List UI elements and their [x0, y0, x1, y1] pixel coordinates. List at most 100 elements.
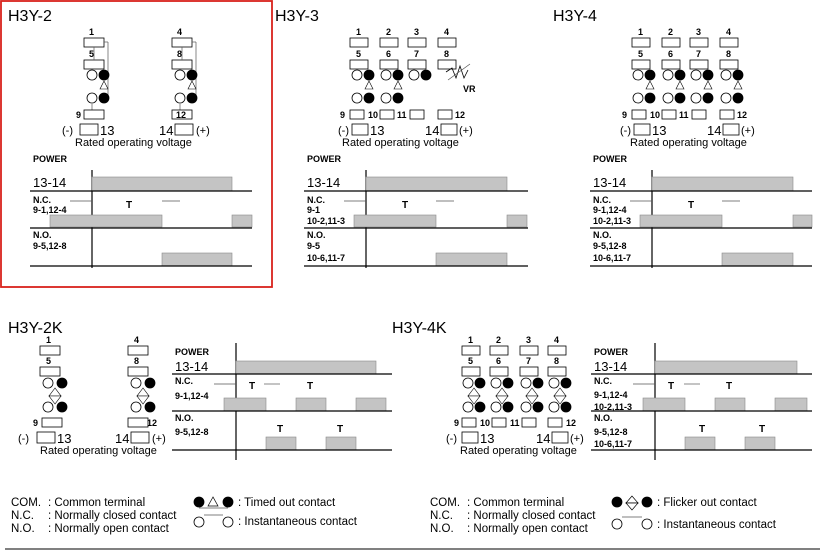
svg-text:N.O.: N.O.	[307, 230, 326, 240]
svg-text:Rated operating voltage: Rated operating voltage	[342, 137, 459, 149]
instantaneous-contact-label: : Instantaneous contact	[238, 516, 358, 528]
svg-text:12: 12	[455, 110, 465, 120]
pin-label-4: 4	[177, 27, 182, 37]
svg-text:N.O.: N.O.	[430, 523, 454, 535]
svg-text:14: 14	[707, 123, 721, 138]
svg-text:: Normally open contact: : Normally open contact	[467, 523, 589, 535]
socket-h3y3: 1 2 3 4 5 6 7 8 VR 9 10 11 12 (-) 13 14 …	[338, 27, 476, 149]
svg-text:N.C.: N.C.	[307, 195, 325, 205]
svg-text:13-14: 13-14	[307, 175, 340, 190]
socket-h3y2: 1 4 5 8 9 12 (-) 13 14 (+) Rated operati…	[62, 27, 210, 149]
svg-text:10-6,11-7: 10-6,11-7	[594, 439, 632, 449]
socket-h3y2k: 1 4 5 8 9 12 (-) 13 14 (+) Rated operati…	[18, 335, 166, 457]
svg-text:1: 1	[468, 335, 473, 345]
svg-text:(+): (+)	[152, 433, 166, 445]
svg-text:12: 12	[737, 110, 747, 120]
svg-text:13: 13	[480, 431, 494, 446]
svg-text:10: 10	[368, 110, 378, 120]
svg-text:2: 2	[386, 27, 391, 37]
svg-text:8: 8	[444, 49, 449, 59]
svg-text:: Common terminal: : Common terminal	[48, 497, 145, 509]
svg-text:4: 4	[134, 335, 139, 345]
svg-text:(+): (+)	[570, 433, 584, 445]
svg-text:9-5,12-8: 9-5,12-8	[33, 241, 67, 251]
timing-h3y3: POWER 13-14 N.C. 9-1 10-2,11-3 T N.O. 9-…	[304, 154, 528, 268]
svg-text:9-5: 9-5	[307, 241, 320, 251]
svg-text:4: 4	[554, 335, 559, 345]
title-h3y4k: H3Y-4K	[392, 320, 447, 337]
svg-text:9-5,12-8: 9-5,12-8	[593, 241, 627, 251]
svg-text:13: 13	[652, 123, 666, 138]
timing-h3y4: POWER 13-14 N.C. 9-1,12-4 10-2,11-3 T N.…	[590, 154, 813, 268]
svg-text:N.O.: N.O.	[33, 230, 52, 240]
rated-voltage-label: Rated operating voltage	[75, 137, 192, 149]
svg-text:9-1,12-4: 9-1,12-4	[594, 390, 628, 400]
svg-text:9-1,12-4: 9-1,12-4	[175, 391, 209, 401]
svg-text:1: 1	[46, 335, 51, 345]
svg-text:COM.: COM.	[11, 497, 41, 509]
minus-label: (-)	[62, 125, 73, 137]
svg-text:14: 14	[115, 431, 129, 446]
svg-text:7: 7	[526, 356, 531, 366]
svg-text:2: 2	[496, 335, 501, 345]
svg-text:13-14: 13-14	[594, 359, 627, 374]
svg-text:9-1,12-4: 9-1,12-4	[593, 205, 627, 215]
svg-text:POWER: POWER	[175, 347, 210, 357]
svg-text:5: 5	[638, 49, 643, 59]
pin-label-9: 9	[76, 110, 81, 120]
svg-text:10: 10	[650, 110, 660, 120]
svg-text:T: T	[688, 200, 694, 211]
timing-h3y2: POWER 13-14 N.C. 9-1,12-4 T N.O. 9-5,12-…	[30, 154, 253, 268]
vr-label: VR	[463, 84, 476, 94]
svg-text:4: 4	[444, 27, 449, 37]
svg-text:9-5,12-8: 9-5,12-8	[594, 427, 628, 437]
svg-text:2: 2	[668, 27, 673, 37]
svg-text:POWER: POWER	[594, 347, 629, 357]
pin-label-8: 8	[177, 49, 182, 59]
svg-text:5: 5	[46, 356, 51, 366]
svg-text:POWER: POWER	[593, 154, 628, 164]
svg-text:Rated operating voltage: Rated operating voltage	[630, 137, 747, 149]
pin-label-14: 14	[159, 123, 173, 138]
svg-text:14: 14	[536, 431, 550, 446]
svg-text:8: 8	[554, 356, 559, 366]
svg-text:10-2,11-3: 10-2,11-3	[594, 402, 632, 412]
svg-text:1: 1	[356, 27, 361, 37]
svg-text:3: 3	[414, 27, 419, 37]
svg-text:N.C.: N.C.	[593, 195, 611, 205]
svg-text:12: 12	[566, 418, 576, 428]
title-h3y2k: H3Y-2K	[8, 320, 63, 337]
svg-text:6: 6	[668, 49, 673, 59]
pin-label-13: 13	[100, 123, 114, 138]
svg-text:11: 11	[510, 418, 520, 428]
svg-text:14: 14	[425, 123, 439, 138]
svg-text:(-): (-)	[338, 125, 349, 137]
selection-highlight	[0, 0, 273, 288]
svg-text:9: 9	[33, 418, 38, 428]
title-h3y4: H3Y-4	[553, 8, 597, 25]
svg-text:1: 1	[638, 27, 643, 37]
svg-text:5: 5	[356, 49, 361, 59]
svg-text:POWER: POWER	[33, 154, 68, 164]
svg-text:N.C.: N.C.	[11, 510, 34, 522]
svg-text:T: T	[307, 381, 313, 392]
timing-h3y4k: POWER 13-14 N.C. 9-1,12-4 10-2,11-3 T T …	[591, 343, 812, 460]
svg-text:11: 11	[397, 110, 407, 120]
svg-text:N.C.: N.C.	[33, 195, 51, 205]
svg-text:9: 9	[340, 110, 345, 120]
svg-text:10-2,11-3: 10-2,11-3	[307, 216, 345, 226]
svg-text:9: 9	[622, 110, 627, 120]
svg-text:13-14: 13-14	[175, 359, 208, 374]
socket-h3y4k: 1 2 3 4 5 6 7 8 9 10 11 12 (-)	[446, 335, 584, 457]
svg-text:N.C.: N.C.	[430, 510, 453, 522]
svg-text:13-14: 13-14	[593, 175, 626, 190]
svg-text:6: 6	[496, 356, 501, 366]
svg-text:(+): (+)	[459, 125, 473, 137]
svg-text:11: 11	[679, 110, 689, 120]
svg-text:COM.: COM.	[430, 497, 460, 509]
legend-left: COM. : Common terminal N.C. : Normally c…	[11, 496, 358, 535]
svg-text:5: 5	[468, 356, 473, 366]
svg-text:8: 8	[134, 356, 139, 366]
